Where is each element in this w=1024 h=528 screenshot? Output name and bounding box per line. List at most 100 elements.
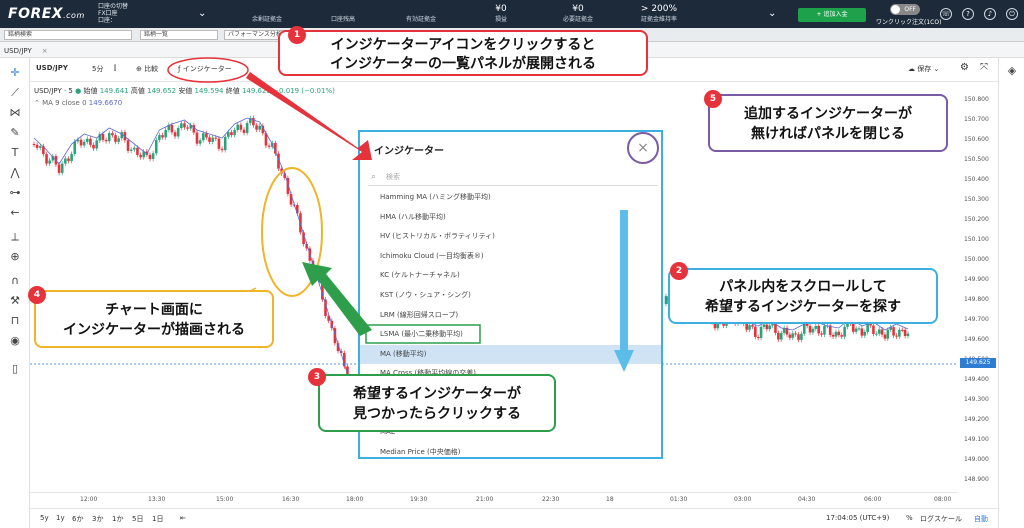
brand-logo[interactable]: FOREX.com [8,6,85,22]
indicator-item[interactable]: LRM (線形回帰スロープ) [380,310,459,319]
indicator-item[interactable]: Median Price (中央価格) [380,447,461,456]
percent-toggle[interactable]: % [906,514,913,522]
candle-body [79,139,83,146]
indicator-item[interactable]: Hamming MA (ハミング移動平均) [380,193,491,201]
candle-body [189,125,193,129]
candle-body [255,125,258,130]
candle-body [114,135,117,142]
candle-body [774,323,777,333]
clock-time[interactable]: 17:04:05 (UTC+9) [826,514,890,522]
collapse-icon[interactable]: ⌃ [34,99,43,107]
auto-scale-toggle[interactable]: 自動 [974,515,988,523]
date-range-icon[interactable]: ⇤ [180,514,186,522]
candle-body [158,135,161,140]
candle-body [898,329,901,337]
chevron-down-icon[interactable]: ⌄ [198,8,207,19]
compare-button[interactable]: ⊕ 比較 [136,65,159,73]
candle-body [754,326,757,337]
prediction-icon[interactable]: ⊶ [9,186,21,199]
crosshair-icon[interactable]: ✛ [10,66,20,79]
pattern-icon[interactable]: ⋀ [10,166,20,179]
lock-drawing-icon[interactable]: ⚒ [10,294,20,307]
magnet-icon[interactable]: ∩ [10,274,20,287]
phone-icon[interactable]: ☏ [940,8,952,20]
candle-body [154,139,158,154]
log-scale-toggle[interactable]: ログスケール [920,515,962,523]
candle-body [267,145,271,147]
trash-icon[interactable]: ▯ [11,362,19,375]
candle-type-icon[interactable]: ⫿ [114,64,117,72]
time-tick-label: 22:30 [542,496,560,503]
text-icon[interactable]: T [11,146,19,159]
fib-icon[interactable]: ⋈ [9,106,21,119]
range-1d[interactable]: 1日 [152,515,164,523]
callout-3: 希望するインジケーターが見つかったらクリックする [318,374,556,432]
save-button[interactable]: ☁ 保存 ⌄ [908,65,940,73]
candle-body [851,323,855,332]
indicator-item[interactable]: HV (ヒストリカル・ボラティリティ) [380,232,495,241]
account-switcher[interactable]: 口座の切替 FX口座 口座： [98,3,129,24]
ma-legend[interactable]: ⌃ MA 9 close 0 149.6670 [34,99,123,107]
brush-icon[interactable]: ✎ [10,126,20,139]
time-tick-label: 21:00 [476,496,494,503]
candle-body [233,129,236,136]
highlight-drawn-indicator [261,167,323,297]
range-5y[interactable]: 5y [40,514,49,522]
indicator-item[interactable]: MA (移動平均) [360,344,661,365]
power-icon[interactable]: ⏻ [1006,8,1018,20]
range-1m[interactable]: 1か [112,515,124,523]
indicator-item[interactable]: KST (ノウ・シュア・シング) [380,290,471,299]
candle-body [343,353,346,367]
one-click-toggle[interactable]: OFF [890,4,920,15]
symbol-search-input[interactable]: 銘柄検索 [4,30,132,40]
ruler-icon[interactable]: ⟂ [11,230,19,243]
time-tick-label: 15:00 [216,496,234,503]
candle-body [252,118,255,126]
price-tick-label: 150.200 [964,216,989,223]
indicator-button[interactable]: ƒ インジケーター [178,65,232,73]
candle-body [808,325,812,333]
candle-body [198,140,202,144]
candle-body [324,299,327,317]
zoom-icon[interactable]: ⊕ [10,250,20,263]
price-tick-label: 149.300 [964,396,989,403]
add-deposit-button[interactable]: + 追加入金 [798,8,866,22]
indicator-item[interactable]: MA Cross (移動平均線の交差) [360,364,661,384]
gear-icon[interactable]: ⚙ [960,62,969,73]
indicator-item[interactable]: KC (ケルトナーチャネル) [380,271,460,280]
candle-body [759,326,763,339]
chevron-down-icon[interactable]: ⌄ [768,8,777,19]
candle-body [840,335,844,337]
candle-body [802,323,806,334]
range-6m[interactable]: 6か [72,515,84,523]
arrow-left-icon[interactable]: ← [10,206,20,219]
indicator-item[interactable]: Ichimoku Cloud (一目均衡表®) [380,251,484,260]
indicator-item[interactable]: HMA (ハル移動平均) [380,212,446,221]
symbol-list-tab[interactable]: 銘柄一覧 [140,30,218,40]
indicator-list[interactable]: Hamming MA (ハミング移動平均) HMA (ハル移動平均) HV (ヒスト… [360,188,661,458]
eye-icon[interactable]: ◉ [10,334,20,347]
range-5d[interactable]: 5日 [132,515,144,523]
lock-icon[interactable]: ⊓ [10,314,20,327]
indicator-item[interactable]: MAE [380,428,396,437]
symbol-selector[interactable]: USD/JPY [36,64,68,72]
tab-usdjpy[interactable]: USD/JPY× [4,47,48,55]
help-icon[interactable]: ? [962,8,974,20]
bell-icon[interactable]: ♪ [984,8,996,20]
range-3m[interactable]: 3か [92,515,104,523]
indicator-item[interactable]: LSMA (最小二乗移動平均) [380,330,463,339]
indicator-search-input[interactable]: ⌕検索 [368,168,658,186]
candle-body [89,138,92,145]
interval-selector[interactable]: 5分 [92,65,104,73]
layers-icon[interactable]: ◈ [1007,64,1017,77]
callout-4: チャート画面にインジケーターが描画される [34,290,274,348]
close-icon[interactable]: × [41,47,48,55]
candle-body [797,334,800,340]
range-1y[interactable]: 1y [56,514,65,522]
fullscreen-icon[interactable]: ⤧ [980,62,988,73]
time-tick-label: 19:30 [410,496,428,503]
close-panel-button[interactable]: × [627,132,659,164]
candle-body [837,331,841,336]
trendline-icon[interactable]: ⟋ [11,86,19,99]
